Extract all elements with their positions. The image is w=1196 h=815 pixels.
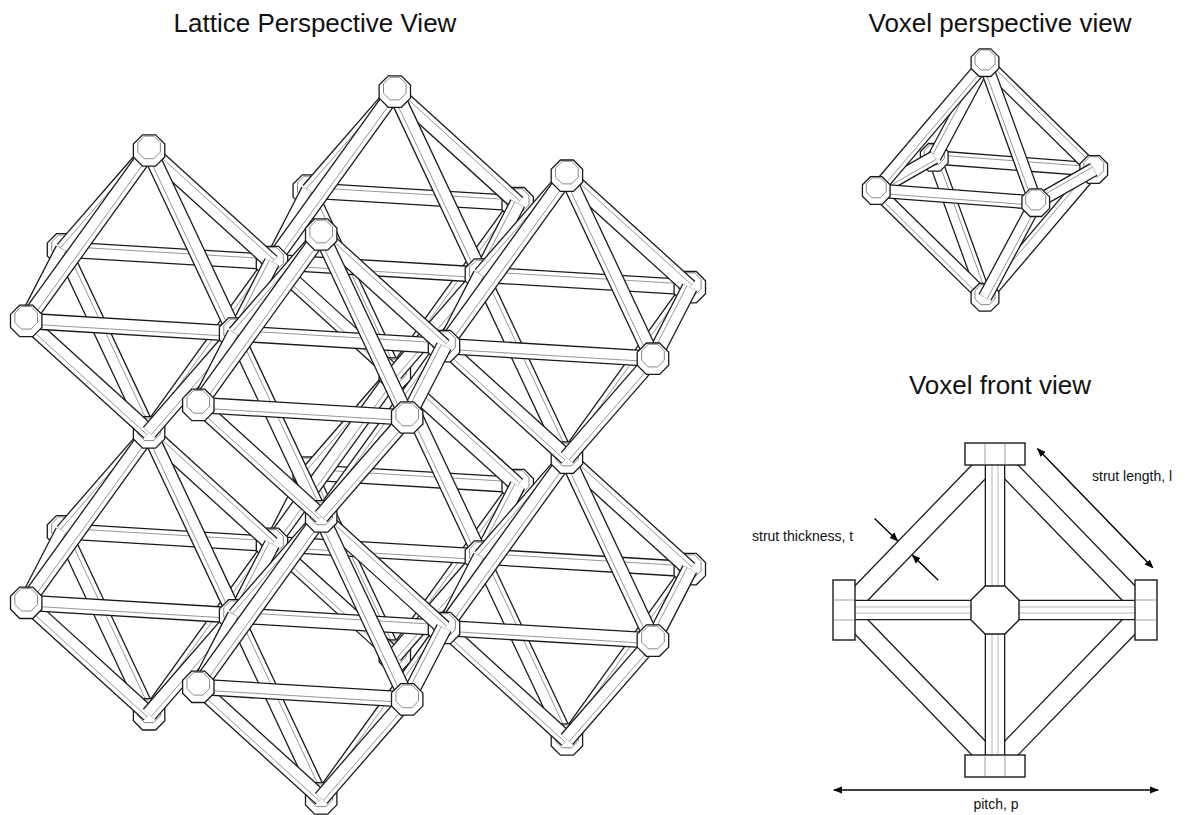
strut: [874, 191, 985, 300]
strut: [309, 187, 518, 203]
strut: [198, 235, 323, 407]
strut: [481, 272, 690, 288]
strut: [146, 432, 235, 616]
lattice-perspective: [11, 76, 706, 814]
strut: [196, 405, 321, 519]
dimension-label: pitch, p: [973, 796, 1018, 813]
strut: [196, 687, 321, 801]
strut: [567, 641, 655, 742]
strut: [444, 458, 569, 630]
cap-facet: [833, 600, 855, 601]
strut: [444, 176, 569, 348]
node-cap: [1022, 189, 1050, 217]
strut: [392, 92, 481, 276]
strut: [876, 191, 1036, 206]
voxel-perspective: [862, 49, 1107, 311]
strut: [444, 346, 653, 362]
thickness-arrow: [875, 519, 898, 541]
cap-facet: [833, 620, 855, 621]
cap-facet: [985, 755, 986, 777]
voxel-front-view: [833, 443, 1157, 777]
rim-strut: [845, 610, 995, 765]
strut: [567, 359, 655, 460]
strut: [392, 374, 481, 558]
strut: [321, 418, 409, 519]
strut: [321, 699, 409, 800]
node-cap: [971, 49, 999, 77]
view-title: Lattice Perspective View: [174, 8, 457, 39]
strut: [564, 458, 653, 642]
cap-facet: [985, 443, 986, 465]
view-title: Voxel perspective view: [868, 8, 1131, 39]
strut: [24, 603, 149, 717]
node-cap: [637, 343, 669, 374]
pitch-arrow: [834, 789, 1158, 790]
node-cap: [965, 755, 1025, 777]
strut: [24, 321, 149, 435]
node-cap: [11, 587, 42, 618]
cap-facet: [1135, 600, 1157, 601]
dimension-arrows: [834, 449, 1158, 790]
strut: [26, 150, 151, 322]
strut: [983, 168, 1094, 298]
strut: [26, 432, 151, 604]
strut: [146, 150, 235, 334]
node-cap: [965, 443, 1025, 465]
strut: [198, 516, 323, 688]
strut: [442, 346, 567, 460]
node-cap: [133, 135, 164, 166]
strut: [63, 246, 272, 262]
node-cap: [392, 684, 423, 715]
dimension-label: strut thickness, t: [752, 528, 853, 545]
dimension-label: strut length, l: [1092, 468, 1172, 485]
strut: [564, 176, 653, 360]
cap-facet: [1005, 755, 1006, 777]
node-cap: [637, 625, 669, 656]
strut: [318, 235, 407, 419]
strut: [26, 321, 235, 337]
strut: [235, 612, 444, 628]
view-title: Voxel front view: [909, 370, 1091, 401]
strut: [198, 405, 407, 421]
strut: [198, 687, 407, 703]
strut: [442, 628, 567, 742]
node-cap: [1135, 580, 1157, 640]
strut: [876, 63, 987, 193]
thickness-arrow: [912, 555, 938, 580]
strut: [318, 516, 407, 700]
length-arrow: [1038, 449, 1153, 568]
strut: [481, 553, 690, 569]
strut: [983, 63, 1036, 204]
node-cap: [306, 219, 337, 250]
node-cap: [379, 76, 410, 107]
node-cap: [551, 160, 582, 191]
node-cap: [183, 671, 214, 702]
strut: [272, 92, 397, 264]
node-cap: [183, 389, 214, 420]
cap-facet: [1005, 443, 1006, 465]
strut: [444, 628, 653, 644]
node-cap: [392, 402, 423, 433]
node-cap: [862, 177, 890, 205]
node-cap: [971, 586, 1019, 634]
node-cap: [833, 580, 855, 640]
node-cap: [11, 305, 42, 336]
strut: [26, 603, 235, 619]
cap-facet: [1135, 620, 1157, 621]
rim-strut: [845, 455, 995, 610]
strut: [63, 528, 272, 544]
rim-strut: [995, 610, 1145, 765]
strut: [235, 330, 444, 346]
